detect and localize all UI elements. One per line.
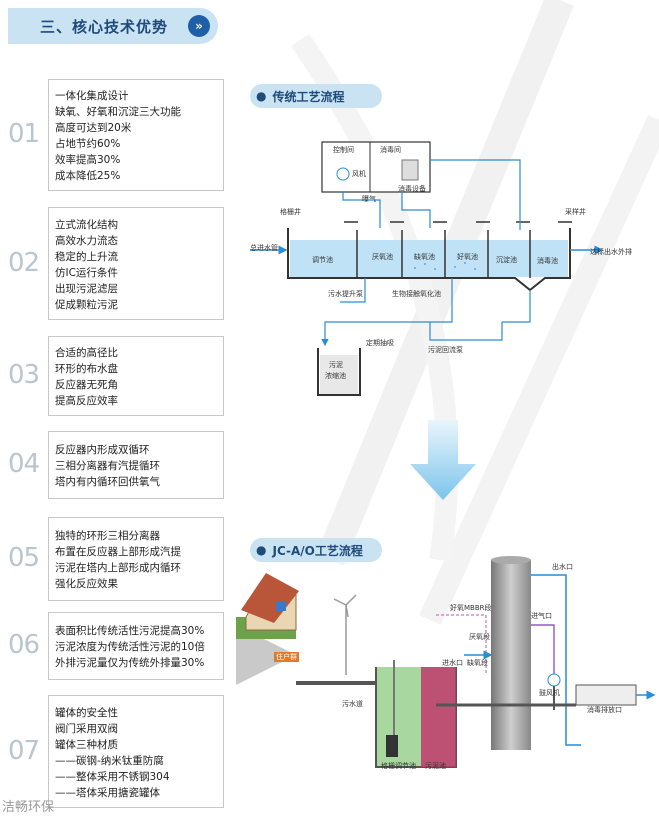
traditional-process-diagram (250, 141, 604, 396)
advantage-number: 01 (8, 119, 40, 149)
jcao-process-pill: ● JC-A/O工艺流程 (250, 538, 382, 562)
advantage-number: 03 (8, 360, 40, 390)
label-settling-tank: 沉淀池 (496, 256, 517, 264)
label-jcao-outlet: 出水口 (552, 563, 573, 571)
advantage-number: 07 (8, 735, 40, 766)
advantage-line: 独特的环形三相分离器 (55, 530, 160, 542)
brand-logo-text: 洁畅环保 (2, 800, 55, 815)
advantage-line: 高度可达到20米 (55, 122, 132, 134)
down-arrow-icon (410, 420, 476, 500)
label-mbbr: 好氧MBBR段 (450, 604, 492, 612)
advantage-line: 稳定的上升流 (55, 250, 118, 263)
advantage-box: 合适的高径比环形的布水盘反应器无死角提高反应效率 (48, 336, 224, 416)
advantage-card: 05 独特的环形三相分离器布置在反应器上部形成汽提污泥在塔内上部形成内循环强化反应… (0, 517, 224, 601)
label-anoxic-tank: 厌氧池 (372, 253, 393, 261)
advantage-line: 占地节约60% (55, 138, 121, 150)
advantage-card: 03 合适的高径比环形的布水盘反应器无死角提高反应效率 (0, 336, 224, 416)
label-disinfect-tank: 消毒池 (537, 257, 558, 265)
advantage-line: 出现污泥滤层 (55, 282, 118, 295)
section-title: 三、核心技术优势 (40, 17, 169, 36)
advantage-line: 阀门采用双阀 (55, 722, 118, 735)
label-blower: 风机 (352, 170, 366, 178)
advantage-line: 污泥浓度为传统活性污泥的10倍 (55, 641, 205, 653)
advantage-line: 仿IC运行条件 (55, 266, 118, 279)
advantage-line: 塔内有内循环回供氧气 (55, 476, 160, 488)
label-screen-tank: 格栅调节池 (381, 762, 416, 770)
advantage-number: 06 (8, 630, 40, 660)
advantage-box: 立式流化结构高效水力流态稳定的上升流仿IC运行条件出现污泥滤层促成颗粒污泥 (48, 207, 224, 320)
advantage-number: 05 (8, 543, 40, 573)
advantage-line: 成本降低25% (55, 170, 121, 182)
advantage-card: 04 反应器内形成双循环三相分离器有汽提循环塔内有内循环回供氧气 (0, 431, 224, 499)
label-regulating-tank: 调节池 (312, 256, 333, 264)
advantage-line: 促成颗粒污泥 (55, 298, 118, 311)
jcao-process-diagram (236, 556, 656, 768)
jcao-process-title: JC-A/O工艺流程 (272, 543, 363, 558)
advantage-card: 01 一体化集成设计缺氧、好氧和沉淀三大功能高度可达到20米占地节约60% 效率提高… (0, 79, 224, 191)
advantage-line: 反应器无死角 (55, 379, 118, 391)
advantage-line: 高效水力流态 (55, 234, 118, 247)
advantage-line: 布置在反应器上部形成汽提 (55, 546, 181, 558)
advantage-line: 一体化集成设计 (55, 90, 129, 102)
label-disinfect-outlet: 消毒排放口 (587, 706, 622, 714)
advantage-line: 污泥在塔内上部形成内循环 (55, 562, 181, 574)
advantage-line: 罐体的安全性 (55, 706, 118, 719)
label-control-room: 控制间 (333, 146, 354, 154)
label-screen-well: 格栅井 (280, 208, 301, 216)
section-header: 三、核心技术优势 » (8, 8, 218, 44)
advantage-box: 独特的环形三相分离器布置在反应器上部形成汽提污泥在塔内上部形成内循环强化反应效果 (48, 517, 224, 601)
label-aeration: 曝气 (362, 195, 376, 203)
bullet-icon: ● (256, 543, 267, 557)
advantage-card: 06 表面积比传统活性污泥提高30% 污泥浓度为传统活性污泥的10倍外排污泥量仅为传… (0, 612, 224, 680)
label-sludge-tank-1: 污泥 (329, 361, 343, 369)
advantage-box: 一体化集成设计缺氧、好氧和沉淀三大功能高度可达到20米占地节约60% 效率提高30… (48, 79, 224, 191)
advantage-card: 02 立式流化结构高效水力流态稳定的上升流仿IC运行条件出现污泥滤层促成颗粒污泥 (0, 207, 224, 320)
traditional-process-title: 传统工艺流程 (272, 89, 345, 104)
label-house: 住户群 (274, 652, 299, 662)
advantage-line: ——整体采用不锈钢304 (55, 770, 170, 783)
advantage-card: 07 罐体的安全性阀门采用双阀罐体三种材质 ——碳钢-纳米钛重防腐 ——整体采用不锈钢… (0, 695, 224, 808)
label-jcao-inlet: 进水口 (442, 659, 463, 667)
advantage-line: 提高反应效率 (55, 395, 118, 407)
advantage-line: 罐体三种材质 (55, 738, 118, 751)
advantage-line: 效率提高30% (55, 154, 121, 166)
advantage-box: 反应器内形成双循环三相分离器有汽提循环塔内有内循环回供氧气 (48, 431, 224, 499)
label-sludge-tank-2: 浓缩池 (325, 372, 346, 380)
label-sludge-return: 污泥回流泵 (428, 346, 463, 354)
label-disinfect-device: 消毒设备 (398, 185, 426, 193)
traditional-process-pill: ● 传统工艺流程 (250, 84, 382, 108)
advantage-box: 表面积比传统活性污泥提高30% 污泥浓度为传统活性污泥的10倍外排污泥量仅为传统外… (48, 612, 224, 680)
advantage-number: 04 (8, 449, 40, 479)
advantage-number: 02 (8, 247, 40, 278)
advantage-line: 强化反应效果 (55, 578, 118, 590)
label-inlet: 总进水管 (250, 244, 278, 252)
advantage-line: 合适的高径比 (55, 347, 118, 359)
label-sample-well: 采样井 (565, 208, 586, 216)
advantage-line: 反应器内形成双循环 (55, 444, 150, 456)
label-anaerobic: 厌氧段 (469, 633, 490, 641)
label-aerobic-tank: 好氧池 (457, 253, 478, 261)
advantage-line: ——塔体采用搪瓷罐体 (55, 786, 160, 799)
label-bio-contact: 生物接触氧化池 (392, 290, 441, 298)
advantage-line: 立式流化结构 (55, 218, 118, 231)
bullet-icon: ● (256, 89, 267, 103)
advantage-line: 三相分离器有汽提循环 (55, 460, 160, 472)
label-sludge-tank: 污泥池 (425, 762, 446, 770)
advantage-line: 缺氧、好氧和沉淀三大功能 (55, 106, 181, 118)
label-jcao-blower: 鼓风机 (539, 689, 560, 697)
advantage-line: 环形的布水盘 (55, 363, 118, 375)
double-chevron-icon[interactable]: » (188, 15, 210, 37)
label-periodic-pump: 定期抽吸 (366, 339, 394, 347)
label-anoxic: 缺氧段 (467, 659, 488, 667)
label-discharge: 达标出水外排 (590, 248, 632, 256)
advantage-line: 外排污泥量仅为传统外排量30% (55, 657, 205, 669)
label-lift-pump: 污水提升泵 (328, 290, 363, 298)
advantage-line: ——碳钢-纳米钛重防腐 (55, 754, 164, 767)
label-anoxic2-tank: 缺氧池 (414, 253, 435, 261)
advantage-line: 表面积比传统活性污泥提高30% (55, 625, 205, 637)
label-disinfect-room: 消毒间 (380, 146, 401, 154)
advantage-box: 罐体的安全性阀门采用双阀罐体三种材质 ——碳钢-纳米钛重防腐 ——整体采用不锈钢30… (48, 695, 224, 808)
label-air-inlet: 进气口 (531, 612, 552, 620)
label-sewer: 污水道 (342, 700, 363, 708)
